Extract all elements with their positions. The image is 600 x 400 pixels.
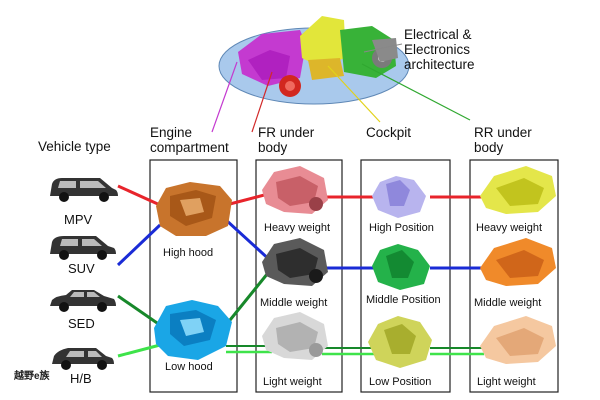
rr-item-light: Light weight — [477, 376, 536, 388]
fr-heavy-illustration — [262, 166, 328, 214]
fr-underbody-header: FR under body — [258, 125, 315, 155]
cockpit-item-low: Low Position — [369, 376, 432, 388]
fr-item-middle: Middle weight — [260, 297, 328, 309]
engine-item-low-hood: Low hood — [165, 361, 213, 373]
vehicle-label-mpv: MPV — [64, 212, 93, 227]
suv-car-icon — [50, 236, 116, 260]
ee-architecture-caption: Electrical & Electronics architecture — [404, 27, 475, 72]
rr-heavy-illustration — [480, 166, 556, 214]
pointer-engine — [211, 61, 238, 133]
vehicle-type-header: Vehicle type — [38, 139, 111, 154]
vehicle-label-suv: SUV — [68, 261, 95, 276]
cockpit-middle-illustration — [372, 244, 430, 290]
rr-light-illustration — [480, 316, 556, 364]
rr-middle-illustration — [480, 238, 556, 286]
watermark-logo: 越野e族 — [14, 371, 50, 382]
mpv-car-icon — [50, 178, 118, 202]
rr-item-middle: Middle weight — [474, 297, 542, 309]
cockpit-high-illustration — [372, 176, 426, 218]
vehicle-label-hb: H/B — [70, 371, 92, 386]
engine-item-high-hood: High hood — [163, 247, 214, 259]
cockpit-low-illustration — [368, 316, 432, 368]
vehicle-label-sed: SED — [68, 316, 95, 331]
pointer-rr-underbody — [361, 63, 471, 121]
fr-light-illustration — [262, 312, 328, 360]
full-vehicle-illustration — [218, 16, 410, 105]
engine-column-box — [149, 159, 238, 393]
cockpit-item-middle: Middle Position — [366, 294, 441, 306]
fr-middle-illustration — [262, 238, 328, 286]
fr-column-box — [255, 159, 343, 393]
pointer-fr-underbody — [251, 71, 273, 133]
low-hood-illustration — [154, 300, 232, 360]
rr-item-heavy: Heavy weight — [476, 222, 543, 234]
fr-item-light: Light weight — [263, 376, 322, 388]
high-hood-illustration — [156, 182, 232, 236]
pointer-cockpit — [327, 65, 381, 123]
engine-compartment-header: Engine compartment — [150, 125, 229, 155]
fr-item-heavy: Heavy weight — [264, 222, 331, 234]
rr-column-box — [469, 159, 559, 393]
rr-underbody-header: RR under body — [474, 125, 532, 155]
cockpit-column-box — [360, 159, 451, 393]
hatchback-car-icon — [52, 348, 114, 370]
sedan-car-icon — [50, 290, 116, 312]
cockpit-item-high: High Position — [369, 222, 434, 234]
pointer-ee-architecture — [363, 43, 403, 53]
cockpit-header: Cockpit — [366, 125, 412, 140]
